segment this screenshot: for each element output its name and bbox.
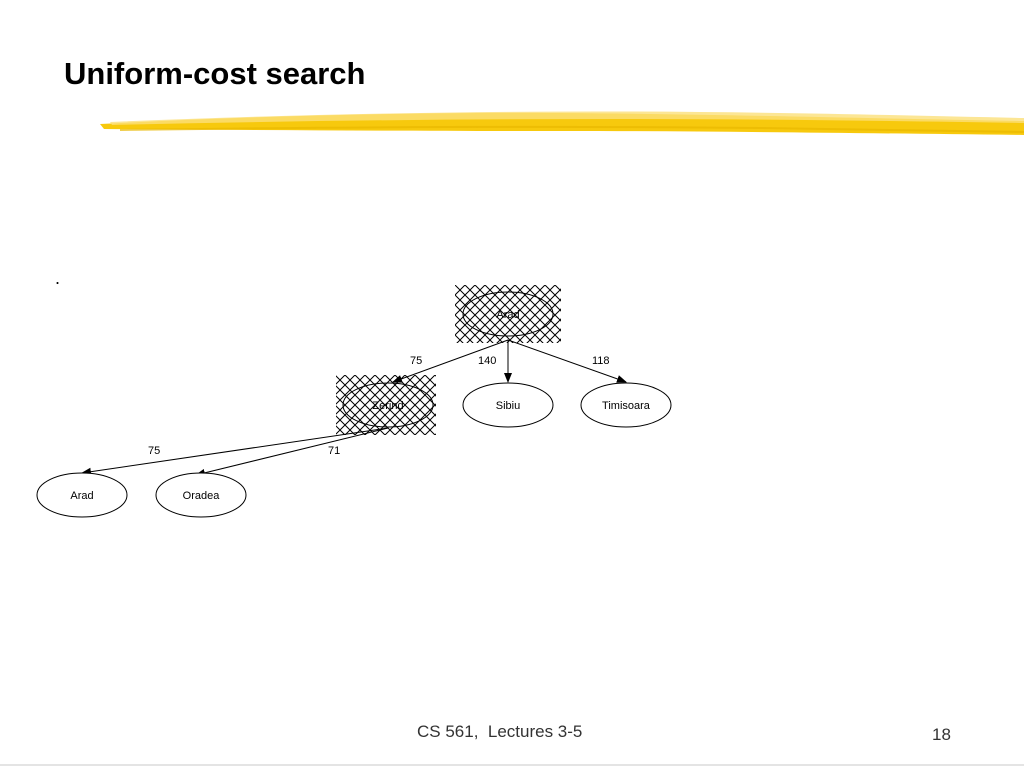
edge-zerind-oradea xyxy=(195,427,389,477)
footer-course-label: CS 561, Lectures 3-5 xyxy=(417,722,583,741)
tree-node-zerind: Zerind xyxy=(342,382,434,428)
edge-arad-zerind xyxy=(392,339,509,383)
edge-arad-timisoara xyxy=(507,339,627,383)
bottom-divider xyxy=(0,764,1024,766)
expanded-hatch-root-arad xyxy=(455,285,561,343)
edge-cost-zerind-oradea: 71 xyxy=(328,445,340,457)
node-label: Arad xyxy=(70,490,93,502)
node-label: Zerind xyxy=(372,400,403,412)
edge-cost-arad-sibiu: 140 xyxy=(478,355,496,367)
tree-node-root-arad: Arad xyxy=(462,291,554,337)
node-label: Timisoara xyxy=(602,400,651,412)
node-label: Arad xyxy=(496,309,519,321)
edge-cost-zerind-arad: 75 xyxy=(148,445,160,457)
expanded-hatch-zerind xyxy=(336,375,436,435)
tree-node-timisoara: Timisoara xyxy=(580,382,672,428)
tree-node-oradea: Oradea xyxy=(155,472,247,518)
bullet-marker: . xyxy=(55,268,61,288)
node-label: Sibiu xyxy=(496,400,520,412)
edge-cost-arad-timisoara: 118 xyxy=(592,355,610,367)
highlighter-stroke xyxy=(100,111,1024,135)
tree-node-sibiu: Sibiu xyxy=(462,382,554,428)
node-label: Oradea xyxy=(183,490,221,502)
edge-zerind-arad xyxy=(81,427,389,476)
slide-title: Uniform-cost search xyxy=(64,56,366,91)
tree-node-leaf-arad: Arad xyxy=(36,472,128,518)
page-number: 18 xyxy=(932,725,951,744)
edge-cost-arad-zerind: 75 xyxy=(410,355,422,367)
